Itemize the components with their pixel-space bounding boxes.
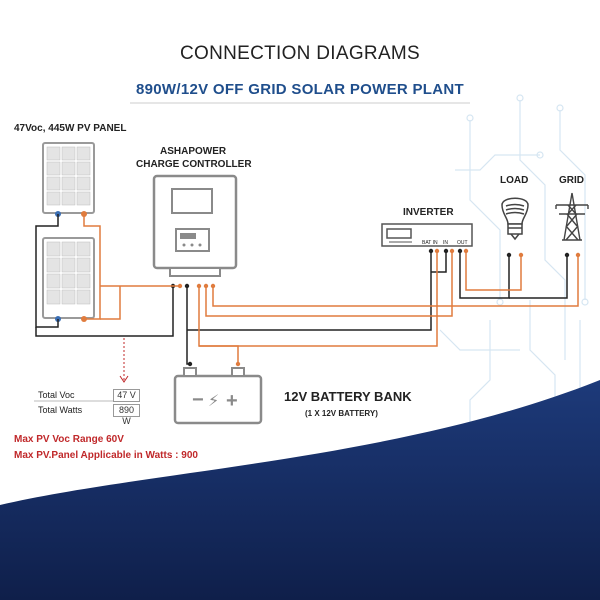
inverter-icon [381,223,473,247]
inverter-label: INVERTER [403,207,454,218]
battery-icon [173,367,263,425]
total-voc-label: Total Voc [38,390,75,400]
total-watts-value: 890 W [113,404,140,426]
note-voc-range: Max PV Voc Range 60V [14,434,124,445]
orange-wires [83,214,579,364]
battery-bolt: ⚡ [208,391,219,410]
total-voc-value: 47 V [113,389,140,402]
battery-bank-title: 12V BATTERY BANK [284,389,412,404]
terminal-in: IN [443,240,448,246]
page-subtitle: 890W/12V OFF GRID SOLAR POWER PLANT [135,81,465,98]
grid-label: GRID [559,175,584,186]
inverter-terminals [428,248,469,254]
bottom-wave [0,380,600,600]
guide-arrow [119,338,129,383]
load-label: LOAD [500,175,529,186]
tower-icon [555,192,589,241]
pv-panel-label: 47Voc, 445W PV PANEL [14,123,127,134]
battery-plus: + [226,390,238,412]
battery-minus: − [192,389,204,411]
battery-bank-subtitle: (1 X 12V BATTERY) [305,409,378,418]
battery-terminal-dots [187,361,241,367]
controller-label-2: CHARGE CONTROLLER [136,159,252,170]
terminal-bat-in: BAT IN [422,240,438,246]
page-title: CONNECTION DIAGRAMS [179,43,421,64]
black-wires [35,214,568,365]
circuit-decoration [439,94,589,436]
charge-controller-icon [152,174,238,289]
controller-label-1: ASHAPOWER [160,146,227,157]
bulb-icon [501,197,529,241]
total-watts-label: Total Watts [38,405,83,415]
solar-panel-icon [42,142,95,217]
terminal-out: OUT [457,240,468,246]
note-watts: Max PV.Panel Applicable in Watts : 900 [14,450,198,461]
solar-panel-icon [42,237,95,322]
